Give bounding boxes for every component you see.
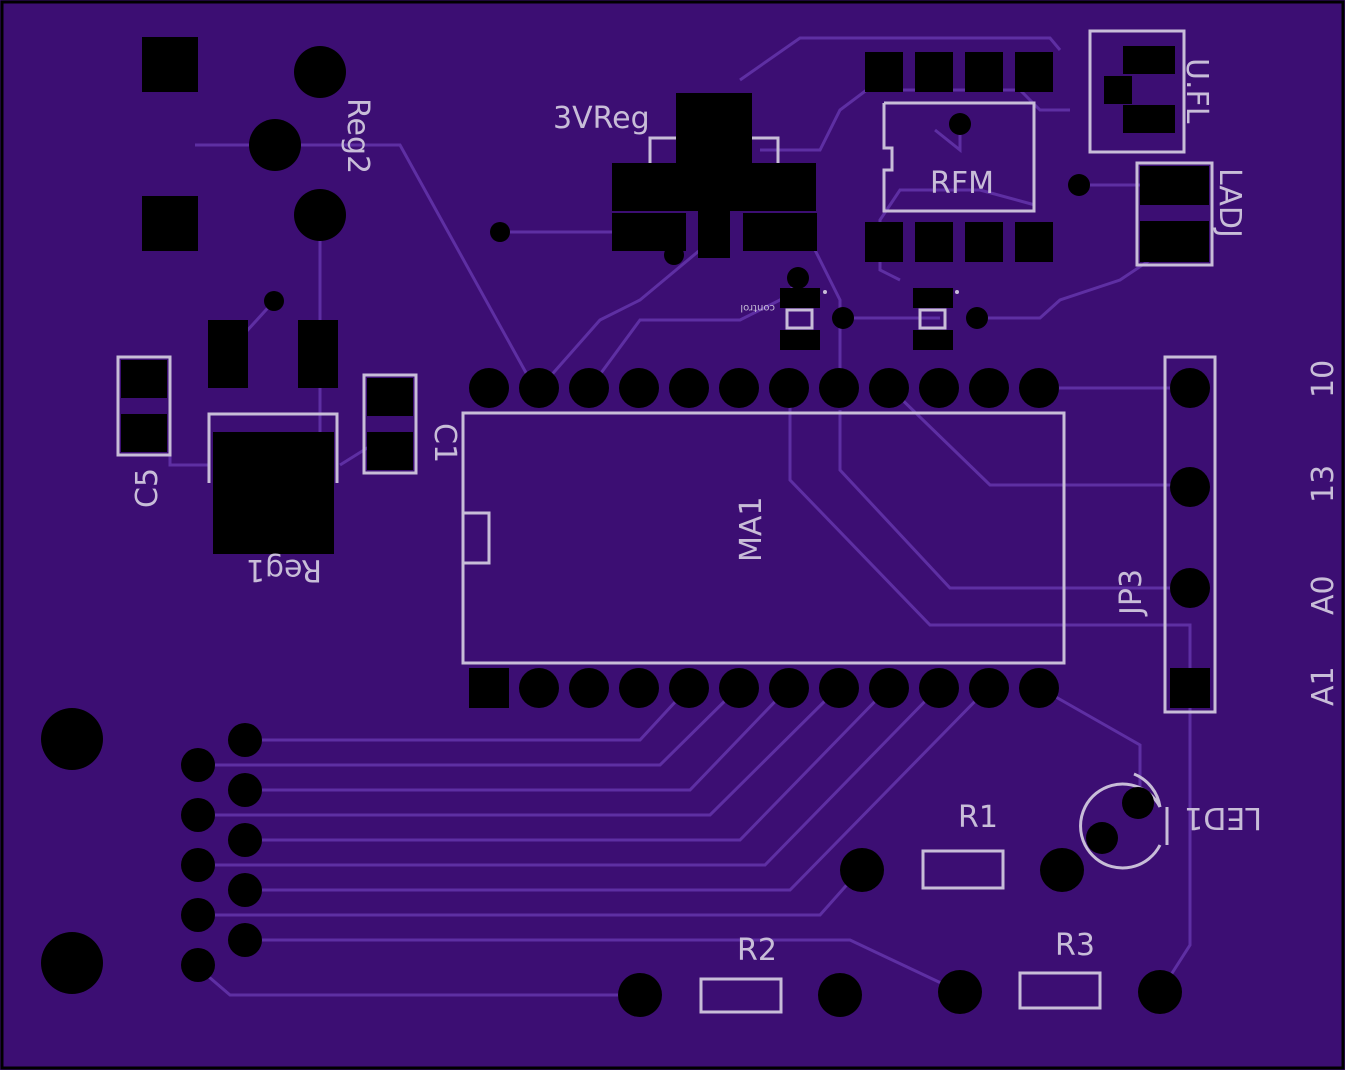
c5-label: C5 xyxy=(130,468,165,508)
vreg3-component: 3VReg xyxy=(490,93,817,265)
ma1-top-pin xyxy=(719,368,759,408)
ma1-top-pin xyxy=(769,368,809,408)
control-parts: control xyxy=(740,267,988,350)
ma1-bottom-pin xyxy=(669,668,709,708)
c5-component: C5 xyxy=(116,355,172,508)
rfm-label: RFM xyxy=(930,166,994,201)
ma1-bottom-pin xyxy=(719,668,759,708)
c1-component: C1 xyxy=(362,373,462,475)
ma1-top-pin xyxy=(619,368,659,408)
ma1-bottom-pin xyxy=(769,668,809,708)
jp3-label: JP3 xyxy=(1114,569,1149,617)
ma1-bottom-pins xyxy=(469,668,1059,708)
ma1-top-pin xyxy=(869,368,909,408)
ma1-top-pin xyxy=(969,368,1009,408)
ma1-label: MA1 xyxy=(734,497,769,563)
ma1-top-pin xyxy=(1019,368,1059,408)
r1-component: R1 xyxy=(840,800,1084,892)
ma1-top-pin xyxy=(919,368,959,408)
r2-label: R2 xyxy=(737,933,777,968)
r3-label: R3 xyxy=(1055,928,1095,963)
rfm-component: RFM xyxy=(865,52,1090,262)
ma1-bottom-pin xyxy=(469,668,509,708)
led1-component: LED1 xyxy=(1079,772,1262,870)
pin-13-label: 13 xyxy=(1306,465,1341,503)
ma1-component: MA1 xyxy=(461,368,1066,708)
r3-component: R3 xyxy=(938,928,1182,1014)
ma1-bottom-pin xyxy=(819,668,859,708)
ufl-label: U.FL xyxy=(1179,58,1214,124)
ma1-top-pin xyxy=(669,368,709,408)
ma1-top-pin xyxy=(819,368,859,408)
pin-a0-label: A0 xyxy=(1306,575,1341,615)
pin-a1-label: A1 xyxy=(1306,666,1341,706)
ladj-label: LADJ xyxy=(1212,168,1247,238)
pin-10-label: 10 xyxy=(1306,360,1341,398)
r2-component: R2 xyxy=(618,933,862,1017)
r1-label: R1 xyxy=(958,800,998,835)
connector-component xyxy=(41,708,262,994)
jp3-component: JP3 10 13 A0 A1 xyxy=(1114,355,1341,714)
led1-label: LED1 xyxy=(1184,800,1262,835)
reg1-component: Reg1 xyxy=(207,291,339,587)
reg2-component: Reg2 xyxy=(142,37,375,251)
ma1-bottom-pin xyxy=(1019,668,1059,708)
reg1-label: Reg1 xyxy=(246,552,322,587)
ma1-bottom-pin xyxy=(569,668,609,708)
reg2-label: Reg2 xyxy=(340,98,375,174)
ma1-bottom-pin xyxy=(869,668,909,708)
ma1-bottom-pin xyxy=(919,668,959,708)
ma1-bottom-pin xyxy=(969,668,1009,708)
ufl-component: U.FL xyxy=(1088,29,1214,154)
ma1-top-pin xyxy=(469,368,509,408)
ma1-top-pins xyxy=(469,368,1059,408)
c1-label: C1 xyxy=(427,423,462,463)
ma1-bottom-pin xyxy=(519,668,559,708)
ladj-component: LADJ xyxy=(1135,161,1247,267)
ma1-top-pin xyxy=(519,368,559,408)
ma1-top-pin xyxy=(569,368,609,408)
ma1-bottom-pin xyxy=(619,668,659,708)
control-label: control xyxy=(740,302,775,313)
vreg3-label: 3VReg xyxy=(553,101,650,136)
